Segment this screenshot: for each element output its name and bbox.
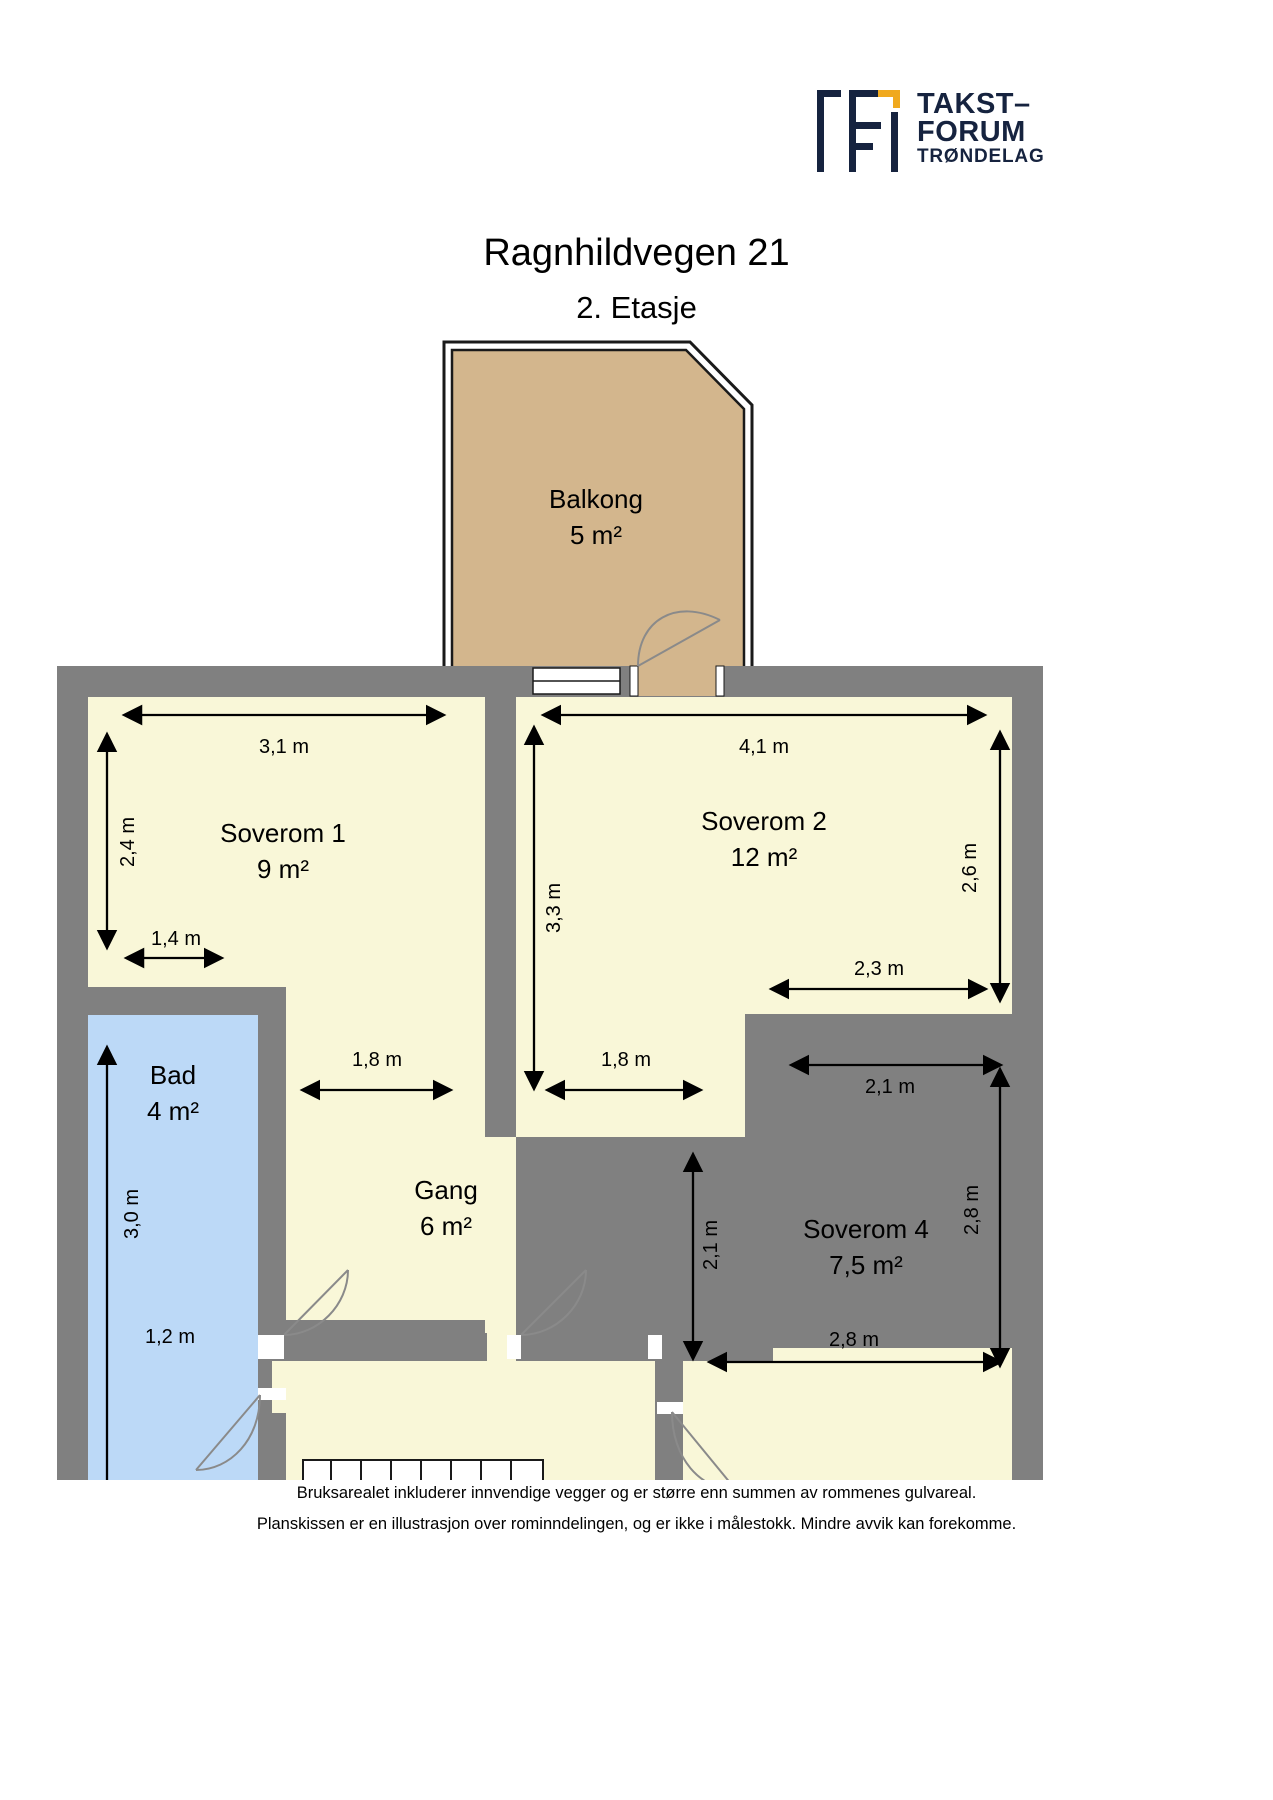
- room-soverom-4: Soverom 4 7,5 m²: [680, 1214, 1012, 1480]
- room-area-gang: 6 m²: [420, 1211, 472, 1241]
- dim-sov2-width: 4,1 m: [739, 736, 789, 758]
- page-title: Ragnhildvegen 21: [483, 232, 790, 274]
- dim-sov1-notch: 1,4 m: [151, 928, 201, 950]
- room-area-bad: 4 m²: [147, 1096, 199, 1126]
- footer-line-2: Planskissen er en illustrasjon over romi…: [256, 1514, 1017, 1533]
- floor-plan: Balkong 5 m² Soverom 1 9 m² Soverom 2 12…: [0, 330, 1273, 1480]
- dim-bad-height: 3,0 m: [121, 1189, 143, 1239]
- room-area-soverom-1: 9 m²: [257, 854, 309, 884]
- dim-sov1-width: 3,1 m: [259, 736, 309, 758]
- takstforum-logo: TAKST– FORUM TRØNDELAG: [815, 78, 1045, 178]
- room-label-balkong: Balkong: [549, 484, 643, 514]
- room-label-soverom-2: Soverom 2: [701, 806, 827, 836]
- dim-sov4-door: 2,1 m: [700, 1220, 722, 1270]
- room-label-soverom-4: Soverom 4: [803, 1214, 929, 1244]
- dim-sov2-height: 3,3 m: [543, 883, 565, 933]
- logo-wordmark: TAKST– FORUM TRØNDELAG: [917, 87, 1045, 167]
- room-area-soverom-2: 12 m²: [731, 842, 798, 872]
- room-area-soverom-4: 7,5 m²: [829, 1250, 903, 1280]
- dim-sov1-height: 2,4 m: [117, 817, 139, 867]
- room-gang: Gang 6 m²: [272, 1137, 660, 1480]
- room-label-soverom-1: Soverom 1: [220, 818, 346, 848]
- logo-line-1: TAKST–: [917, 87, 1031, 120]
- dim-sov2-right: 2,6 m: [959, 843, 981, 893]
- dim-gang-left-door: 1,8 m: [352, 1049, 402, 1071]
- dim-sov2-bottom: 2,3 m: [854, 958, 904, 980]
- staircase: [302, 1459, 544, 1480]
- footer-line-1: Bruksarealet inkluderer innvendige vegge…: [296, 1484, 977, 1502]
- room-soverom-2: Soverom 2 12 m²: [516, 697, 1012, 1137]
- room-label-bad: Bad: [150, 1060, 196, 1090]
- logo-line-3: TRØNDELAG: [917, 145, 1045, 167]
- balcony-door-and-window: [532, 610, 725, 697]
- dim-gang-right-door: 1,8 m: [601, 1049, 651, 1071]
- room-balkong: Balkong 5 m²: [442, 340, 754, 680]
- room-soverom-1: Soverom 1 9 m²: [88, 697, 485, 1320]
- door-openings: [258, 1335, 683, 1414]
- footer-notes: Bruksarealet inkluderer innvendige vegge…: [0, 1478, 1273, 1539]
- dim-sov4-bottom: 2,8 m: [829, 1329, 879, 1351]
- dimensions: [96, 704, 1011, 1480]
- takstforum-logo-mark: [817, 90, 900, 172]
- dim-sov4-top: 2,1 m: [865, 1076, 915, 1098]
- room-area-balkong: 5 m²: [570, 520, 622, 550]
- dim-bad-width: 1,2 m: [145, 1326, 195, 1348]
- room-label-gang: Gang: [414, 1175, 478, 1205]
- room-bad: Bad 4 m²: [88, 1015, 258, 1480]
- door-swings: [195, 1269, 730, 1480]
- page-subtitle: 2. Etasje: [576, 290, 697, 325]
- dimension-labels: 3,1 m 2,4 m 1,4 m 4,1 m 3,3 m 2,6 m 2,3 …: [117, 736, 983, 1351]
- logo-line-2: FORUM: [917, 116, 1026, 149]
- dim-sov4-right: 2,8 m: [961, 1185, 983, 1235]
